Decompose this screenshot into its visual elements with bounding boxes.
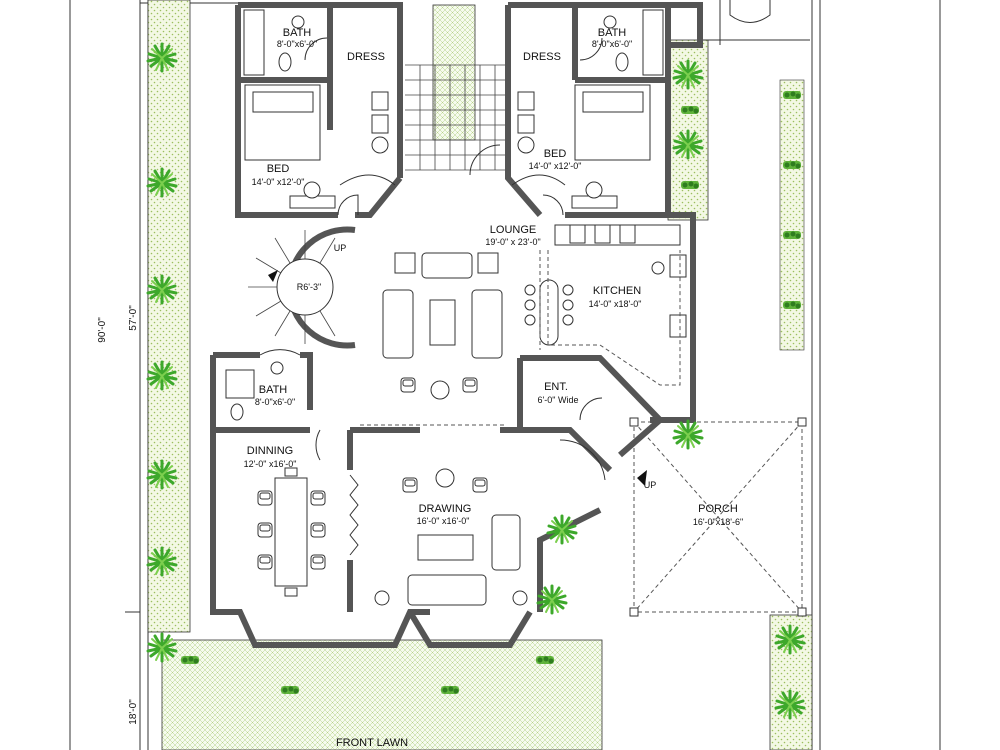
dress-right-name: DRESS xyxy=(523,51,561,63)
bath-lower-name: BATH xyxy=(259,384,288,396)
walls xyxy=(210,2,703,648)
drawing-size: 16'-0" x16'-0" xyxy=(417,516,470,526)
furniture xyxy=(225,9,687,606)
porch-up-label: UP xyxy=(644,480,657,490)
dining-name: DINNING xyxy=(247,445,293,457)
stair-radius-label: R6'-3" xyxy=(297,282,321,292)
room-labels: BATH 8'-0"x6'-0" DRESS BATH 8'-0"x6'-0" … xyxy=(244,27,744,749)
bath-left-size: 8'-0"x6'-0" xyxy=(277,39,317,49)
dress-left-name: DRESS xyxy=(347,51,385,63)
spiral-stair xyxy=(248,226,356,349)
kitchen-size: 14'-0" x18'-0" xyxy=(589,299,642,309)
dimension-main: 57'-0" xyxy=(128,305,139,331)
bath-right-size: 8'-0"x6'-0" xyxy=(592,39,632,49)
entrance-name: ENT. xyxy=(544,381,568,393)
doors xyxy=(259,37,647,556)
courtyard xyxy=(405,4,505,176)
porch-area xyxy=(629,0,810,617)
dimension-overall: 90'-0" xyxy=(97,317,108,343)
bath-left-name: BATH xyxy=(283,27,312,39)
lounge-name: LOUNGE xyxy=(490,224,536,236)
bed-right-name: BED xyxy=(544,148,567,160)
bath-right-name: BATH xyxy=(598,27,627,39)
porch-name: PORCH xyxy=(698,503,738,515)
front-lawn-name: FRONT LAWN xyxy=(336,737,408,749)
dining-size: 12'-0" x16'-0" xyxy=(244,459,297,469)
porch-size: 16'-0"x18'-6" xyxy=(693,517,743,527)
bed-left-size: 14'-0" x12'-0" xyxy=(252,177,305,187)
dimension-front: 18'-0" xyxy=(128,699,139,725)
stair-up-label: UP xyxy=(334,243,347,253)
drawing-name: DRAWING xyxy=(419,503,472,515)
lounge-size: 19'-0" x 23'-0" xyxy=(485,237,540,247)
kitchen-name: KITCHEN xyxy=(593,285,641,297)
bath-lower-size: 8'-0"x6'-0" xyxy=(255,397,295,407)
entrance-size: 6'-0" Wide xyxy=(538,395,579,405)
dimensions: 90'-0" 57'-0" 18'-0" xyxy=(97,305,139,725)
bed-left-name: BED xyxy=(267,163,290,175)
bed-right-size: 14'-0" x12'-0" xyxy=(529,161,582,171)
